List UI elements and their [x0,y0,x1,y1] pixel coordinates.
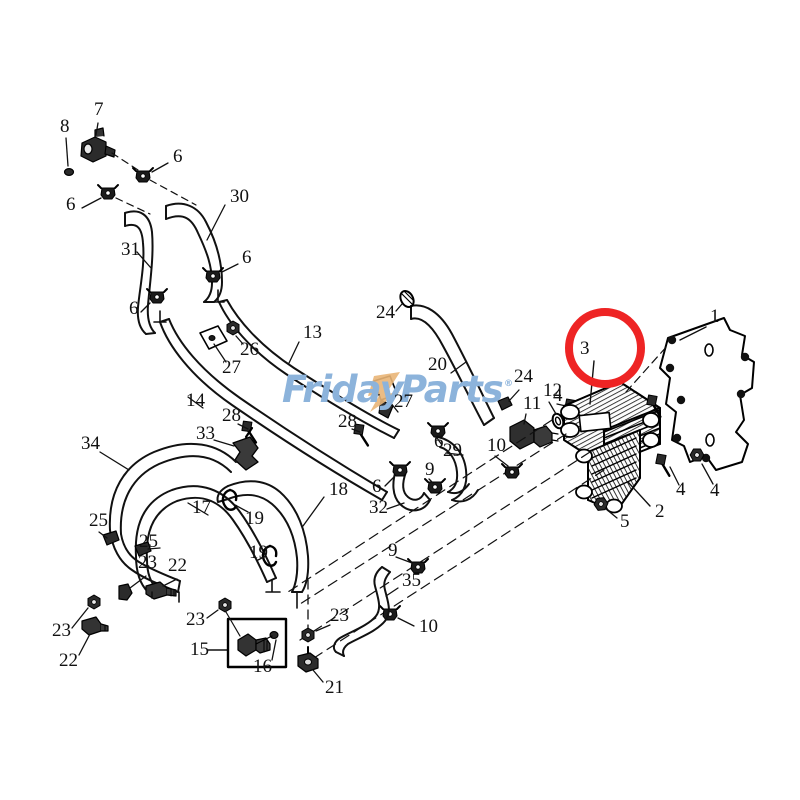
callout-27-b: 27 [394,391,413,412]
callout-12: 12 [543,380,562,401]
part-24-clamp-a [399,289,415,309]
part-11-elbow [509,419,559,450]
callout-10-a: 10 [487,435,506,456]
part-8-washer [63,168,75,177]
callout-6-c: 6 [242,247,252,268]
callout-18: 18 [329,479,348,500]
callout-30: 30 [230,186,249,207]
callout-6-f: 6 [372,476,382,497]
part-13-hose [218,299,400,439]
callout-4-b: 4 [676,479,686,500]
part-1-mounting-plate [659,317,755,471]
part-23-nut-c [218,597,232,613]
callout-1: 1 [710,306,720,327]
callout-29: 29 [443,440,462,461]
callout-21: 21 [325,677,344,698]
part-23-nut-a [87,594,101,610]
callout-28-b: 28 [338,411,357,432]
callout-9-b: 9 [388,540,398,561]
part-30-hose [165,202,223,303]
callout-25-a: 25 [89,510,108,531]
callout-23-d: 23 [52,620,71,641]
part-33-bracket [232,426,259,471]
part-20-hose [410,304,495,426]
callout-7: 7 [94,99,104,120]
callout-34: 34 [81,433,100,454]
callout-2: 2 [655,501,665,522]
part-22-fitting-b [145,581,177,600]
part-35-hose [332,566,391,657]
callout-15: 15 [190,639,209,660]
part-34-hose [108,442,237,593]
callout-19-a: 19 [245,508,264,529]
part-21-fitting [297,646,319,673]
callout-25-b: 25 [139,531,158,552]
callout-23-a: 23 [138,552,157,573]
part-27-bracket-left [199,325,228,350]
highlight-circle [565,308,645,388]
callout-14: 14 [186,390,205,411]
part-25-connector-a [102,530,120,546]
part-19-clip-b [261,544,278,567]
callout-6-b: 6 [66,194,76,215]
callout-35: 35 [402,570,421,591]
part-10-clamp-b [379,605,401,621]
callout-32: 32 [369,497,388,518]
callout-23-b: 23 [186,609,205,630]
part-18-hose [216,480,310,593]
part-23-nut-b [118,583,133,601]
part-25-connector-b [134,541,152,557]
callout-23-c: 23 [330,605,349,626]
callout-24-a: 24 [376,302,395,323]
part-29-hose [437,436,479,503]
callout-27-a: 27 [222,357,241,378]
callout-11: 11 [523,393,542,414]
part-2-oil-cooler-lower-core [575,429,641,514]
callout-6-e: 6 [434,431,444,452]
callout-10-b: 10 [419,616,438,637]
part-15-16-detail-content [237,631,279,657]
part-10-clamp-a [501,463,523,479]
part-14-hose [159,318,388,501]
callout-5: 5 [620,511,630,532]
part-7-tee-fitting [80,127,116,163]
callout-33: 33 [196,423,215,444]
callout-19-b: 19 [249,542,268,563]
part-4-bolt-b [649,450,679,477]
part-22-fitting-a [81,616,109,636]
callout-16: 16 [253,656,272,677]
callout-3: 3 [580,338,590,359]
part-24-clamp-b [497,396,513,411]
callout-9-a: 9 [425,459,435,480]
part-23-nut-d [301,627,315,643]
callout-28-a: 28 [222,405,241,426]
callout-4-a: 4 [553,385,563,406]
callout-31: 31 [121,239,140,260]
callout-4-c: 4 [710,480,720,501]
callout-8: 8 [60,116,70,137]
callout-6-d: 6 [129,298,139,319]
callout-24-b: 24 [514,366,533,387]
callout-26: 26 [240,339,259,360]
callout-22-a: 22 [168,555,187,576]
callout-6-a: 6 [173,146,183,167]
callout-20: 20 [428,354,447,375]
part-9-clamp-a [424,478,446,494]
callout-13: 13 [303,322,322,343]
callout-17: 17 [192,497,211,518]
callout-22-b: 22 [59,650,78,671]
part-19-clip-a [221,488,238,511]
part-31-hose [124,210,156,335]
